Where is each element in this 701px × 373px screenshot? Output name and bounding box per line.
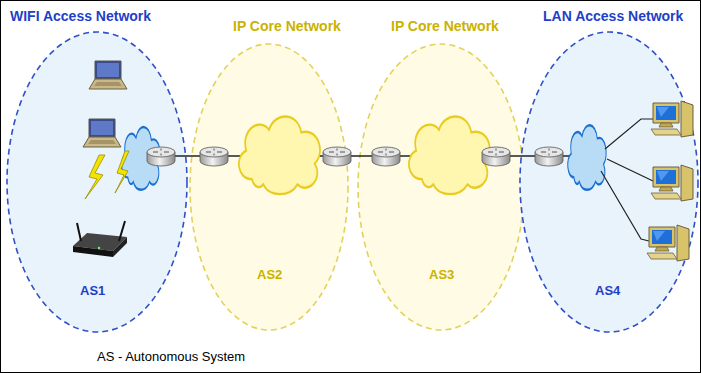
as-label: AS3 <box>429 268 454 283</box>
backbone-link <box>151 155 581 157</box>
wireless-signal <box>85 155 105 199</box>
lan-wire <box>601 171 649 241</box>
as1-cloud <box>122 127 160 190</box>
wireless-signal <box>115 151 129 193</box>
laptop <box>83 119 121 147</box>
region-outline <box>357 43 525 331</box>
text-holder: IP Core Network <box>391 17 499 35</box>
region-title: LAN Access Network <box>543 8 683 24</box>
region-title: IP Core Network <box>233 18 341 34</box>
router <box>535 147 563 166</box>
region-ellipse <box>358 44 524 330</box>
desktop-computer <box>651 101 693 137</box>
text-holder: AS1 <box>80 281 105 299</box>
text-holder: WIFI Access Network <box>10 7 151 25</box>
desktop-computer <box>647 225 689 261</box>
lan-wire <box>605 119 653 149</box>
label-holder: AS - Autonomous System <box>97 347 245 365</box>
text-holder: IP Core Network <box>233 17 341 35</box>
router <box>482 147 510 166</box>
as-region: IP Core NetworkAS2 <box>189 43 349 331</box>
as-label: AS1 <box>80 284 105 299</box>
router <box>147 147 175 166</box>
wireless-router <box>73 221 127 257</box>
text-holder: LAN Access Network <box>543 7 683 25</box>
text-holder: AS2 <box>257 265 282 283</box>
as2-cloud <box>239 116 320 194</box>
laptop <box>89 61 127 89</box>
router <box>200 147 228 166</box>
region-outline <box>189 43 349 331</box>
region-ellipse <box>7 32 187 332</box>
region-ellipse <box>520 32 698 332</box>
lan-wire <box>607 159 653 181</box>
as3-cloud <box>409 116 490 194</box>
router <box>372 147 400 166</box>
as-region: LAN Access NetworkAS4 <box>519 31 699 333</box>
router <box>323 147 351 166</box>
as-label: AS2 <box>257 268 282 283</box>
as-region: IP Core NetworkAS3 <box>357 43 525 331</box>
region-ellipse <box>190 44 348 330</box>
as-region: WIFI Access NetworkAS1 <box>6 31 188 333</box>
region-title: WIFI Access Network <box>10 8 151 24</box>
text-holder: AS3 <box>429 265 454 283</box>
text-holder: AS4 <box>595 281 620 299</box>
as-label: AS4 <box>595 284 620 299</box>
region-title: IP Core Network <box>391 18 499 34</box>
as4-cloud <box>568 125 606 190</box>
desktop-computer <box>651 165 693 201</box>
legend-note: AS - Autonomous System <box>97 350 245 365</box>
